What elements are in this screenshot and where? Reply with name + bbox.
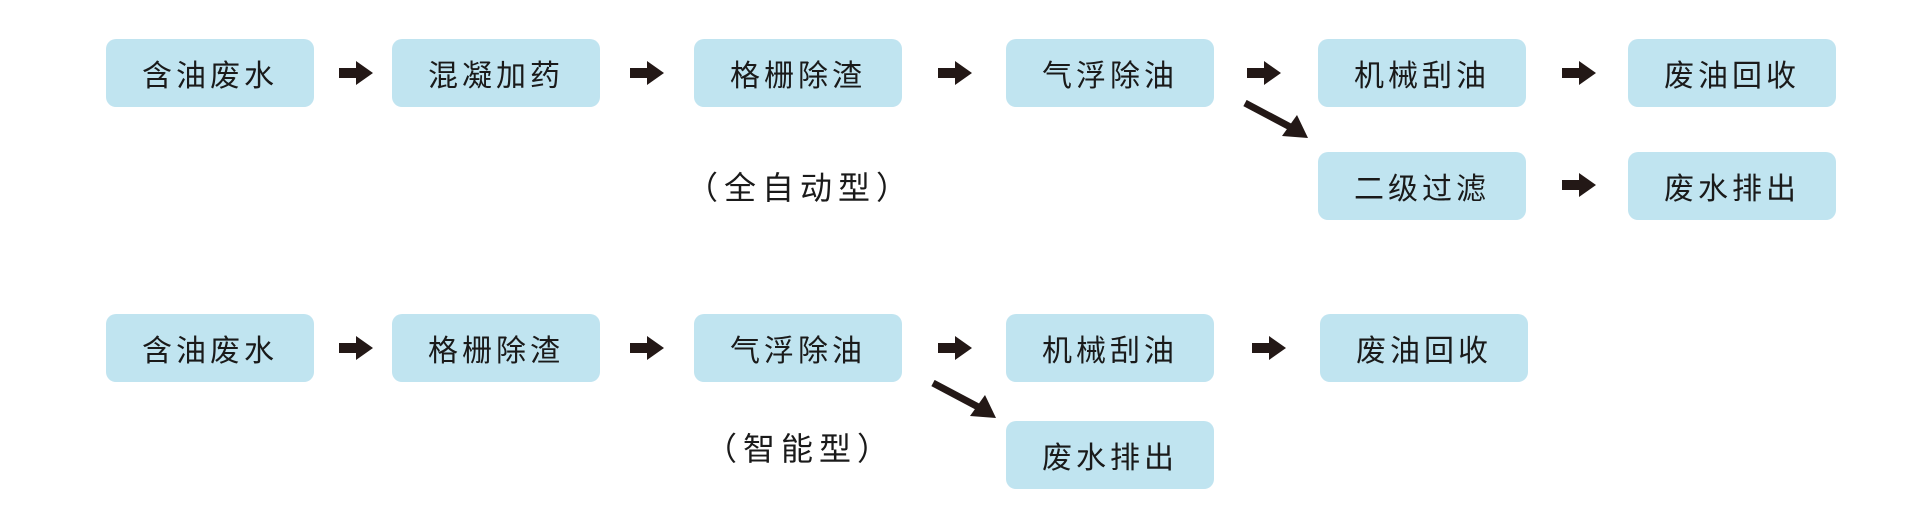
right-arrow-icon bbox=[630, 61, 664, 85]
flow1-type-label: （全自动型） bbox=[685, 169, 914, 207]
flow1-branch-secondary-filtration: 二级过滤 bbox=[1318, 152, 1526, 220]
flow2-step-air-flotation: 气浮除油 bbox=[694, 314, 902, 382]
flow2-step-oily-wastewater: 含油废水 bbox=[106, 314, 314, 382]
flow2-branch-wastewater-discharge: 废水排出 bbox=[1006, 421, 1214, 489]
right-arrow-icon bbox=[938, 336, 972, 360]
flow2-step-waste-oil-recovery: 废油回收 bbox=[1320, 314, 1528, 382]
flow2-step-grille-slag-removal: 格栅除渣 bbox=[392, 314, 600, 382]
right-arrow-icon bbox=[1562, 61, 1596, 85]
right-arrow-icon bbox=[339, 336, 373, 360]
flow1-step-grille-slag-removal: 格栅除渣 bbox=[694, 39, 902, 107]
flow1-branch-wastewater-discharge: 废水排出 bbox=[1628, 152, 1836, 220]
flow2-type-label: （智能型） bbox=[704, 430, 895, 468]
diagonal-arrow-icon bbox=[931, 380, 996, 418]
flow2-step-mechanical-skimming: 机械刮油 bbox=[1006, 314, 1214, 382]
right-arrow-icon bbox=[1247, 61, 1281, 85]
flow1-step-mechanical-skimming: 机械刮油 bbox=[1318, 39, 1526, 107]
right-arrow-icon bbox=[630, 336, 664, 360]
right-arrow-icon bbox=[938, 61, 972, 85]
flow1-step-air-flotation: 气浮除油 bbox=[1006, 39, 1214, 107]
right-arrow-icon bbox=[1252, 336, 1286, 360]
right-arrow-icon bbox=[339, 61, 373, 85]
flow1-step-oily-wastewater: 含油废水 bbox=[106, 39, 314, 107]
diagonal-arrow-icon bbox=[1243, 100, 1308, 138]
right-arrow-icon bbox=[1562, 173, 1596, 197]
flow1-step-waste-oil-recovery: 废油回收 bbox=[1628, 39, 1836, 107]
flow1-step-coagulant-dosing: 混凝加药 bbox=[392, 39, 600, 107]
